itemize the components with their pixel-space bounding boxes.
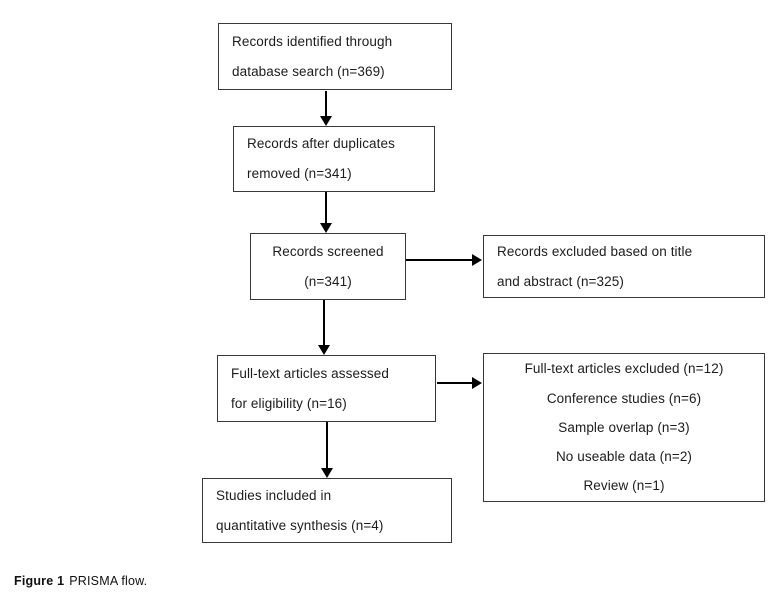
arrow-right-icon — [437, 377, 482, 389]
arrow-shaft — [325, 192, 327, 224]
box-text-line: quantitative synthesis (n=4) — [216, 517, 384, 533]
box-text-line: database search (n=369) — [232, 63, 385, 79]
box-text-line: (n=341) — [304, 273, 352, 289]
figure-caption: Figure 1 PRISMA flow. — [14, 574, 147, 588]
arrow-down-icon — [320, 91, 332, 126]
box-records-screened: Records screened (n=341) — [250, 233, 406, 300]
arrow-shaft — [325, 91, 327, 117]
box-records-identified: Records identified through database sear… — [218, 23, 452, 90]
box-studies-included: Studies included in quantitative synthes… — [202, 478, 452, 543]
arrow-head — [320, 116, 332, 126]
arrow-shaft — [323, 300, 325, 346]
box-text-line: Studies included in — [216, 487, 332, 503]
arrow-head — [472, 254, 482, 266]
box-text-line: Sample overlap (n=3) — [558, 419, 690, 435]
arrow-head — [472, 377, 482, 389]
box-text-line: for eligibility (n=16) — [231, 395, 347, 411]
box-text-line: Review (n=1) — [583, 478, 665, 494]
box-text-line: removed (n=341) — [247, 166, 352, 181]
box-text-line: Conference studies (n=6) — [546, 390, 702, 406]
arrow-down-icon — [321, 422, 333, 478]
box-duplicates-removed: Records after duplicates removed (n=341) — [233, 126, 435, 192]
box-text-line: Records screened — [272, 243, 384, 259]
box-text-line: Records identified through — [232, 33, 393, 49]
box-text-line: Full-text articles excluded (n=12) — [524, 361, 724, 377]
box-text-line: Records after duplicates — [247, 136, 395, 151]
arrow-shaft — [406, 259, 473, 261]
arrow-right-icon — [406, 254, 482, 266]
box-records-excluded: Records excluded based on title and abst… — [483, 235, 765, 298]
arrow-head — [321, 468, 333, 478]
figure-caption-text: PRISMA flow. — [69, 574, 148, 588]
box-fulltext-assessed: Full-text articles assessed for eligibil… — [217, 355, 436, 422]
box-fulltext-excluded: Full-text articles excluded (n=12) Confe… — [483, 353, 765, 502]
box-text-line: and abstract (n=325) — [497, 273, 624, 289]
arrow-head — [320, 223, 332, 233]
box-text-line: Full-text articles assessed — [231, 365, 390, 381]
arrow-shaft — [326, 422, 328, 469]
arrow-head — [318, 345, 330, 355]
arrow-shaft — [437, 382, 473, 384]
box-text-line: No useable data (n=2) — [555, 449, 693, 465]
arrow-down-icon — [318, 300, 330, 355]
box-text-line: Records excluded based on title — [497, 243, 693, 259]
figure-caption-label: Figure 1 — [14, 574, 65, 588]
arrow-down-icon — [320, 192, 332, 233]
